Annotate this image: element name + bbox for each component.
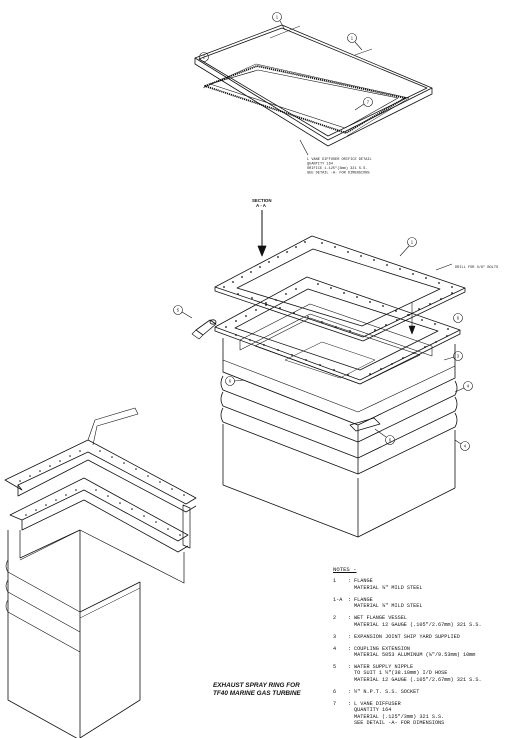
note-number: 4 xyxy=(333,645,337,652)
note-number: 1-A xyxy=(333,596,343,603)
note-number: 6 xyxy=(333,688,337,695)
vane-detail-callout: L VANE DIFFUSER ORIFICE DETAIL QUANTITY … xyxy=(307,158,372,176)
note-number: 1 xyxy=(333,578,337,585)
note-number: 3 xyxy=(333,633,337,640)
section-view-bolts xyxy=(19,450,185,536)
note-line: FLANGE xyxy=(354,596,373,603)
note-item: 3: EXPANSION JOINT SHIP YARD SUPPLIED xyxy=(333,633,460,640)
note-line: EXPANSION JOINT SHIP YARD SUPPLIED xyxy=(354,633,460,640)
callout-number: 5 xyxy=(177,308,180,313)
section-label: SECTION A - A xyxy=(252,198,272,208)
note-line: COUPLING EXTENSION xyxy=(354,645,411,652)
callout-number: 2 xyxy=(203,55,206,60)
expansion-joint xyxy=(220,375,458,475)
note-line: MATERIAL 12 GAUGE (.105"/2.67mm) 321 S.S… xyxy=(354,621,482,628)
coupling-extension xyxy=(222,424,456,538)
note-line: MATERIAL 5053 ALUMINUM (⅜"/9.53mm) 10mm xyxy=(354,652,476,659)
callout-number: 3 xyxy=(457,354,460,359)
top-callouts xyxy=(199,12,373,156)
note-line: L VANE DIFFUSER xyxy=(354,700,401,707)
callout-number: 6 xyxy=(229,379,232,384)
note-number: 7 xyxy=(333,700,337,707)
flange-1-bolts xyxy=(223,241,453,332)
bolt-note: DRILL FOR 3/8" BOLTS xyxy=(455,265,498,270)
note-line: WET FLANGE VESSEL xyxy=(354,615,407,622)
callout-number: 4 xyxy=(464,444,467,449)
note-line: WATER SUPPLY NIPPLE xyxy=(354,664,414,671)
section-arrow xyxy=(257,210,267,257)
note-line: MATERIAL 12 GAUGE (.105"/2.67mm) 321 S.S… xyxy=(354,676,482,683)
callout-number: 1 xyxy=(411,240,414,245)
callout-number: 4 xyxy=(467,384,470,389)
note-line: MATERIAL ⅜" MILD STEEL xyxy=(354,603,423,610)
note-line: SEE DETAIL -A- FOR DIMENSIONS xyxy=(354,720,445,727)
top-diffuser-tray xyxy=(194,24,433,147)
callout-number: 1 xyxy=(351,36,354,41)
drawing-title-line1: EXHAUST SPRAY RING FOR xyxy=(213,682,300,689)
callout-number: 6 xyxy=(457,316,460,321)
note-line: ½" N.P.T. S.S. SOCKET xyxy=(354,688,420,695)
callout-number: 7 xyxy=(367,100,370,105)
note-line: TO SUIT 1 ½"(38.10mm) I/D HOSE xyxy=(354,670,448,677)
drawing-title: EXHAUST SPRAY RING FOR TF40 MARINE GAS T… xyxy=(213,682,333,697)
vane-detail-line4: SEE DETAIL -A- FOR DIMENSIONS xyxy=(307,172,370,176)
note-line: MATERIAL ⅜" MILD STEEL xyxy=(354,584,423,591)
note-line: FLANGE xyxy=(354,578,373,585)
water-supply-nipple xyxy=(191,319,217,340)
wet-flange-vessel xyxy=(222,303,456,426)
callout-numbers: 1 1 2 7 1 6 3 4 4 5 6 6 xyxy=(177,15,470,449)
flange-1a-bolts xyxy=(225,283,449,376)
note-number: 2 xyxy=(333,615,337,622)
center-callouts xyxy=(173,237,473,451)
note-item: 6: ½" N.P.T. S.S. SOCKET xyxy=(333,688,420,695)
section-view-left xyxy=(4,407,197,738)
vane-detail-line1: L VANE DIFFUSER ORIFICE DETAIL xyxy=(307,158,372,162)
flange-1a xyxy=(214,276,461,385)
drawing-title-line2: TF40 MARINE GAS TURBINE xyxy=(213,689,301,697)
note-line: MATERIAL (.125"/3mm) 321 S.S. xyxy=(354,713,445,720)
flange-1 xyxy=(214,235,466,342)
callout-number: 6 xyxy=(389,438,392,443)
section-label-line1: SECTION xyxy=(252,198,272,203)
section-label-line2: A - A xyxy=(256,203,267,208)
callout-number: 1 xyxy=(276,15,279,20)
note-number: 5 xyxy=(333,664,337,671)
vane-detail-line2: QUANTITY 164 xyxy=(307,163,333,167)
vane-detail-line3: ORIFICE 1.125"(3mm) 321 S.S. xyxy=(307,166,367,171)
socket-6 xyxy=(349,417,381,432)
notes-header: NOTES - xyxy=(333,566,357,573)
note-line: QUANTITY 164 xyxy=(354,707,392,714)
